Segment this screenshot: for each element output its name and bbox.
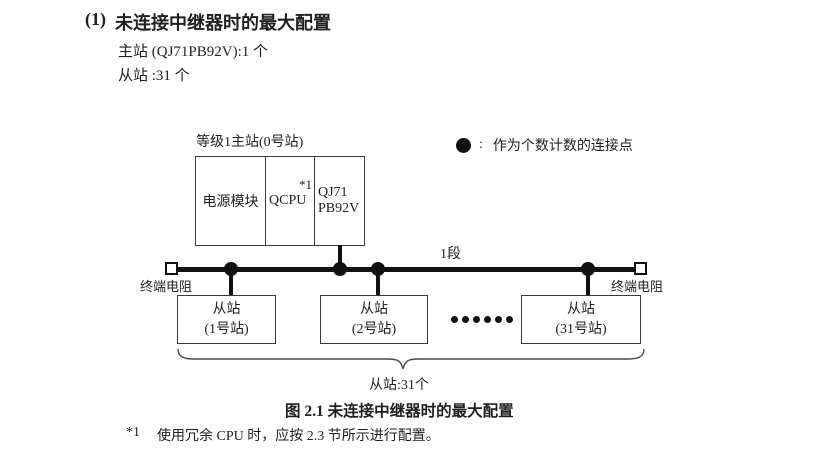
slave-station-number: (2号站) xyxy=(351,321,397,337)
master-station-label: 等级1主站(0号站) xyxy=(196,135,304,150)
connection-point-icon xyxy=(456,137,471,153)
slave-station-box-1: 从站 (1号站) xyxy=(177,295,276,344)
legend-separator: : xyxy=(479,137,483,152)
terminator-label-right: 终端电阻 xyxy=(611,279,664,294)
legend: : 作为个数计数的连接点 xyxy=(456,135,633,155)
master-count-line: 主站 (QJ71PB92V):1 个 xyxy=(118,44,269,60)
footnote-ref-mark: *1 xyxy=(299,177,312,192)
slave-label: 从站 xyxy=(567,301,595,317)
slave31-drop-line xyxy=(586,270,590,296)
segment-label: 1段 xyxy=(440,247,461,262)
terminator-label-left: 终端电阻 xyxy=(140,279,193,294)
qcpu-label: QCPU xyxy=(269,193,307,208)
section-number: (1) xyxy=(85,9,106,29)
terminator-square-left xyxy=(165,262,178,275)
brace-bracket xyxy=(177,348,645,370)
ellipsis-dots-icon xyxy=(451,316,513,323)
slave1-drop-line xyxy=(229,270,233,296)
connection-dot-icon xyxy=(224,262,238,276)
terminator-square-right xyxy=(634,262,647,275)
slave-station-box-2: 从站 (2号站) xyxy=(320,295,428,344)
connection-dot-icon xyxy=(371,262,385,276)
slave-station-number: (1号站) xyxy=(204,321,249,337)
module-name-line2: PB92V xyxy=(318,201,360,216)
slave-total-label: 从站:31个 xyxy=(369,378,429,393)
qcpu-cell: *1 QCPU xyxy=(266,157,315,245)
section-title: 未连接中继器时的最大配置 xyxy=(115,13,331,33)
connection-dot-icon xyxy=(581,262,595,276)
master-station-box: 电源模块 *1 QCPU QJ71 PB92V xyxy=(195,156,365,246)
module-name-line1: QJ71 xyxy=(318,184,348,200)
qj71pb92v-cell: QJ71 PB92V xyxy=(315,157,364,245)
slave-station-number: (31号站) xyxy=(555,321,607,337)
master-drop-line xyxy=(338,245,342,269)
slave-count-line: 从站 :31 个 xyxy=(118,68,190,84)
slave-label: 从站 xyxy=(360,301,388,317)
connection-dot-icon xyxy=(333,262,347,276)
footnote-text: 使用冗余 CPU 时，应按 2.3 节所示进行配置。 xyxy=(157,429,440,444)
section-heading: (1) 未连接中继器时的最大配置 xyxy=(85,9,331,35)
footnote: *1 使用冗余 CPU 时，应按 2.3 节所示进行配置。 xyxy=(126,425,440,445)
bus-line xyxy=(177,267,635,272)
power-module-cell: 电源模块 xyxy=(196,157,266,245)
slave-label: 从站 xyxy=(212,301,241,317)
figure-caption: 图 2.1 未连接中继器时的最大配置 xyxy=(285,403,514,420)
footnote-ref: *1 xyxy=(126,425,140,440)
legend-text: 作为个数计数的连接点 xyxy=(492,139,633,154)
slave-station-box-31: 从站 (31号站) xyxy=(521,295,641,344)
slave2-drop-line xyxy=(376,270,380,296)
